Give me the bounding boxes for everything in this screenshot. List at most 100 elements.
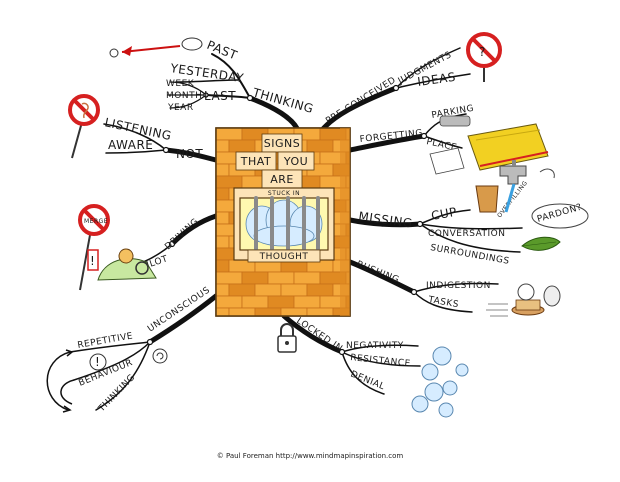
merge-sign-icon: MERGE ! — [78, 204, 110, 291]
branch-forgetting — [347, 133, 427, 153]
center-word-you: YOU — [283, 155, 308, 168]
label-repetitive: REPETITIVE — [77, 331, 134, 351]
label-missing: MISSING — [358, 209, 414, 230]
barred-window: STUCK IN THOUGHT — [233, 187, 335, 263]
brick — [215, 307, 230, 317]
padlock-icon — [277, 323, 297, 353]
branch-parking — [423, 113, 467, 137]
branch-preconceived — [319, 85, 399, 133]
branch-thinking-past — [211, 53, 251, 99]
pardon-speech-bubble — [531, 203, 589, 229]
brick — [215, 283, 230, 297]
brick — [293, 271, 321, 285]
spiral-icon — [152, 348, 168, 364]
branch-negativity — [341, 344, 419, 353]
brick — [215, 235, 230, 249]
thought-bubble-chain-icon — [411, 346, 469, 418]
branch-surroundings — [419, 223, 521, 253]
credit-line: © Paul Foreman http://www.mindmapinspira… — [216, 452, 404, 460]
label-last: LAST — [204, 89, 236, 103]
branch-ideas — [395, 73, 471, 89]
parking-notebook-icon — [429, 115, 549, 175]
label-cup: CUP — [430, 205, 458, 223]
branch-repetitive — [69, 341, 151, 353]
branch-past-yesterday — [175, 79, 239, 83]
loop-arrows-icon — [46, 349, 75, 413]
window-label-thought: THOUGHT — [259, 252, 309, 262]
no-ideas-sign-icon: ? — [466, 32, 502, 82]
brick — [241, 295, 269, 309]
exclamation-bubble-icon: ! — [89, 353, 107, 371]
brick — [215, 163, 230, 177]
center-word-signs: SIGNS — [264, 137, 300, 150]
center-sign: SIGNS THAT YOU ARE — [235, 133, 315, 189]
label-locked-in: LOCKED IN — [294, 316, 344, 354]
branch-place — [423, 135, 463, 149]
label-driving: DRIVING — [163, 217, 201, 252]
branch-tasks — [413, 291, 473, 313]
brick — [215, 127, 243, 141]
brick — [215, 139, 230, 153]
autopilot-driver-icon — [97, 248, 157, 281]
svg-text:!: ! — [95, 355, 100, 369]
brick — [267, 271, 295, 285]
leaf-icon — [521, 236, 561, 251]
branch-knots — [146, 84, 428, 356]
branch-conversation — [419, 223, 523, 230]
branch-behaviour — [73, 341, 151, 381]
brick — [215, 175, 243, 189]
label-conversation: CONVERSATION — [428, 229, 506, 239]
branch-last-units — [169, 81, 207, 96]
branch-indigestion — [413, 282, 499, 293]
label-ideas: IDEAS — [416, 70, 456, 89]
indigestion-food-icon — [486, 283, 561, 317]
brick — [215, 187, 230, 201]
branch-locked — [281, 313, 345, 355]
branch-resistance — [341, 351, 421, 367]
svg-text:?: ? — [479, 45, 486, 59]
branch-listening — [103, 123, 167, 151]
label-rushing: RUSHING — [355, 260, 401, 286]
brick — [254, 283, 282, 297]
brick — [228, 139, 256, 153]
label-past: PAST — [205, 38, 240, 63]
label-indigestion: INDIGESTION — [426, 281, 491, 291]
brick — [280, 307, 308, 317]
label-unconscious: UNCONSCIOUS — [146, 285, 212, 334]
brick — [306, 283, 334, 297]
branch-thinking-last — [205, 94, 251, 99]
label-week: WEEK — [166, 79, 195, 89]
brick — [280, 283, 308, 297]
no-listening-sign-icon — [68, 94, 100, 159]
brick — [228, 307, 256, 317]
branch-lines — [69, 47, 523, 411]
brick — [241, 271, 269, 285]
center-word-are: ARE — [270, 173, 294, 186]
window-label-stuck-in: STUCK IN — [268, 190, 300, 197]
branch-denial — [341, 351, 385, 395]
tap-and-cup-icon — [475, 160, 555, 213]
brick — [306, 307, 334, 317]
brick — [254, 307, 282, 317]
branch-judgments — [395, 47, 461, 89]
label-merge: MERGE — [84, 218, 108, 225]
brick — [228, 283, 256, 297]
label-aware: AWARE — [108, 138, 153, 152]
label-month: MONTH — [166, 91, 202, 101]
brick — [215, 295, 243, 309]
branch-missing — [347, 217, 423, 228]
brick — [293, 295, 321, 309]
branch-unconscious — [147, 293, 219, 345]
window-bars — [254, 196, 320, 252]
past-arrow-icon — [109, 37, 203, 58]
branch-thinking — [247, 95, 301, 133]
label-resistance: RESISTANCE — [350, 353, 411, 369]
svg-text:!: ! — [90, 254, 95, 268]
brick — [215, 259, 230, 273]
label-denial: DENIAL — [349, 370, 386, 393]
branch-rushing — [347, 259, 417, 295]
label-not: NOT — [176, 147, 203, 161]
brick — [306, 139, 334, 153]
label-negativity: NEGATIVITY — [346, 341, 404, 351]
